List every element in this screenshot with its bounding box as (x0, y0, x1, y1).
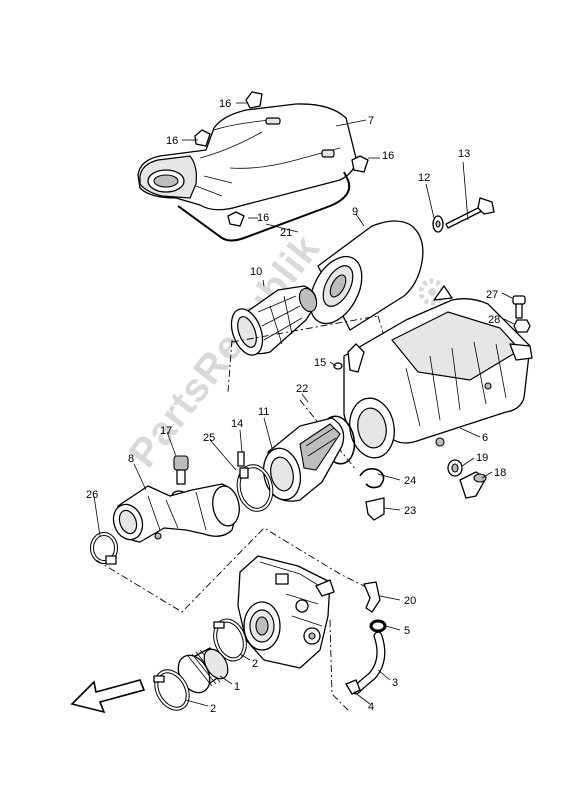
callout-3: 3 (392, 677, 398, 689)
airbox-part-6 (343, 285, 533, 459)
callout-16: 16 (382, 150, 394, 162)
callout-25: 25 (203, 432, 215, 444)
callout-14: 14 (231, 418, 243, 430)
screw-part-14 (237, 451, 245, 467)
clamp-part-5 (369, 619, 387, 633)
hose-part-20 (363, 581, 381, 613)
clip-part-4 (345, 679, 361, 695)
callout-21: 21 (280, 227, 292, 239)
callout-10: 10 (250, 266, 262, 278)
clip-part-15 (333, 362, 343, 370)
callout-2: 2 (252, 658, 258, 670)
callout-17: 17 (160, 425, 172, 437)
callout-16: 16 (257, 212, 269, 224)
assembly-bracket-8 (95, 527, 373, 613)
callout-13: 13 (458, 148, 470, 160)
callout-16: 16 (166, 135, 178, 147)
clip-part-16 (194, 91, 369, 227)
nut-part-28 (513, 319, 531, 333)
callout-9: 9 (352, 206, 358, 218)
callout-7: 7 (368, 115, 374, 127)
callout-5: 5 (404, 625, 410, 637)
filter-cage-part-10 (230, 285, 318, 356)
callout-26: 26 (86, 489, 98, 501)
clamp-part-2-upper (213, 618, 247, 662)
callouts: 16 16 7 16 13 12 9 16 21 10 27 28 15 22 … (86, 98, 506, 715)
callout-28: 28 (488, 314, 500, 326)
air-filter-element-part-9 (309, 220, 424, 331)
wing-bolt-part-13 (445, 197, 495, 229)
callout-24: 24 (404, 475, 416, 487)
callout-15: 15 (314, 357, 326, 369)
callout-27: 27 (486, 289, 498, 301)
callout-20: 20 (404, 595, 416, 607)
callout-12: 12 (418, 172, 430, 184)
callout-16: 16 (219, 98, 231, 110)
grommet-part-19 (447, 459, 463, 477)
intake-joint-part-8 (112, 483, 240, 543)
clamp-part-25 (236, 464, 274, 512)
callout-11: 11 (258, 406, 269, 418)
front-arrow-icon (70, 679, 146, 714)
hose-clip-part-24 (359, 468, 385, 489)
assembly-line-20 (329, 619, 351, 713)
callout-6: 6 (482, 432, 488, 444)
hose-part-3 (351, 631, 386, 695)
washer-part-12 (432, 215, 444, 233)
clamp-part-2-lower (153, 669, 190, 711)
bolt-part-27 (512, 295, 526, 319)
callout-19: 19 (476, 452, 488, 464)
drain-hose-part-23 (365, 497, 385, 521)
callout-8: 8 (128, 453, 134, 465)
airbox-cover-part-7 (137, 103, 357, 211)
drain-plug-part-18 (459, 471, 487, 499)
throttle-body (237, 555, 335, 669)
callout-23: 23 (404, 505, 416, 517)
cover-seal-part-21 (177, 171, 351, 242)
leader-lines (93, 102, 515, 707)
callout-18: 18 (494, 467, 506, 479)
callout-2: 2 (210, 703, 216, 715)
clamp-part-26 (90, 532, 118, 565)
callout-22: 22 (296, 383, 308, 395)
callout-4: 4 (368, 701, 374, 713)
callout-1: 1 (234, 681, 240, 693)
